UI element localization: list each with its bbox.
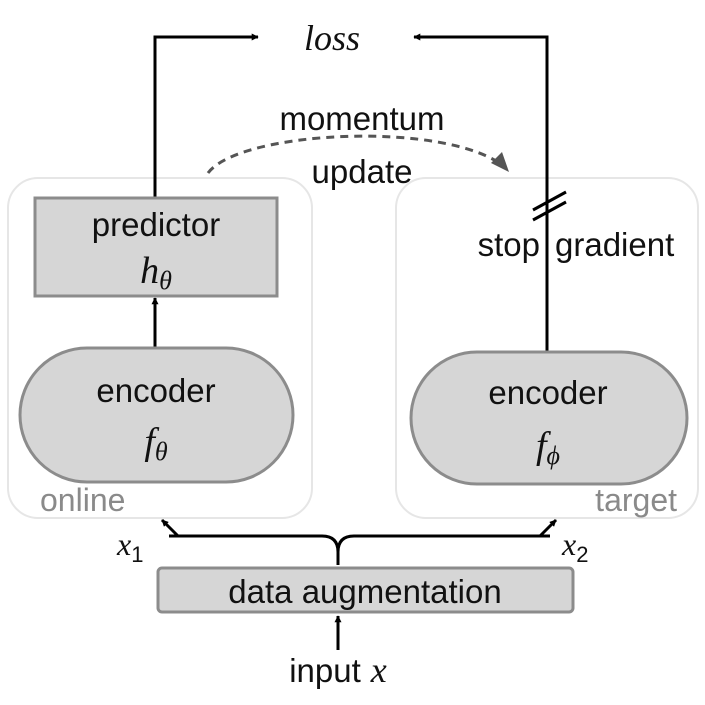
online-encoder-label: encoder	[96, 372, 215, 409]
brace-split	[169, 534, 550, 565]
predictor-label: predictor	[92, 206, 220, 243]
online-panel	[7, 177, 313, 519]
momentum-label-line1: momentum	[279, 100, 444, 137]
to-x1-arrow	[160, 518, 180, 538]
target-encoder-label: encoder	[488, 374, 607, 411]
stop-gradient-icon	[532, 190, 567, 222]
online-group-label: online	[40, 482, 125, 518]
momentum-label-line2: update	[312, 153, 413, 190]
predictor-box	[33, 196, 279, 298]
stop-gradient-label-part2: gradient	[555, 226, 674, 263]
to-x2-arrow	[538, 518, 558, 538]
loss-label: loss	[304, 18, 360, 58]
data-augmentation-label: data augmentation	[228, 573, 501, 610]
stop-gradient-label-part1: stop	[478, 226, 540, 263]
predictor-symbol: hθ	[140, 250, 172, 295]
data-augmentation-box	[156, 566, 575, 614]
target-to-loss-arrow	[413, 33, 549, 352]
online-encoder-box	[18, 346, 295, 484]
online-to-loss-arrow	[153, 33, 259, 198]
view-x1-label: x1	[116, 526, 143, 567]
target-encoder-box	[409, 350, 689, 486]
momentum-update-arrow	[206, 134, 507, 174]
momentum-arrowhead-icon	[491, 152, 509, 172]
view-x2-label: x2	[561, 526, 588, 567]
target-group-label: target	[595, 482, 677, 518]
